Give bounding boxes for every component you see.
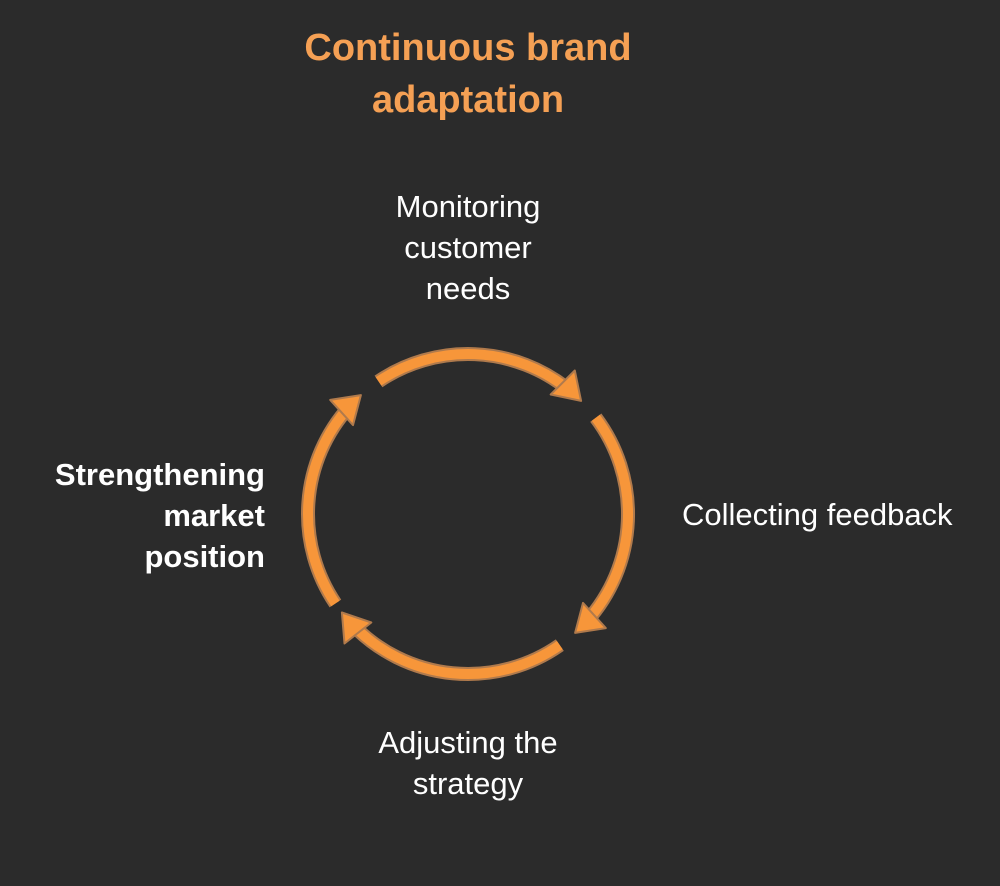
step-label-strengthening: Strengthening market position <box>10 454 265 577</box>
arrow-shaft <box>349 621 563 679</box>
arrow-head <box>574 601 607 634</box>
step-label-monitoring: Monitoring customer needs <box>318 186 618 309</box>
step-left-line-2: market <box>163 498 265 533</box>
step-label-feedback: Collecting feedback <box>682 494 1000 535</box>
arrow-bottom-left <box>340 611 564 681</box>
arrow-head <box>549 369 583 402</box>
title-line-2: adaptation <box>371 79 565 121</box>
step-top-line-1: Monitoring <box>395 189 541 224</box>
arrow-shaft <box>583 414 634 625</box>
title-line-1: Continuous brand <box>304 27 632 69</box>
arrow-head <box>329 394 362 427</box>
step-bottom-line-2: strategy <box>412 766 524 801</box>
arrow-shaft <box>375 349 572 394</box>
arrow-shaft <box>303 403 353 607</box>
arrow-top-right <box>374 347 583 402</box>
step-right-line-1: Collecting feedback <box>682 497 953 532</box>
step-left-line-1: Strengthening <box>54 457 265 492</box>
diagram-title: Continuous brand adaptation <box>268 22 668 126</box>
step-label-adjusting: Adjusting the strategy <box>318 722 618 804</box>
arrow-left-top <box>301 394 362 608</box>
step-top-line-2: customer <box>404 230 532 265</box>
arrow-right-bottom <box>574 413 636 634</box>
arrow-head <box>340 611 373 645</box>
step-top-line-3: needs <box>425 271 511 306</box>
step-bottom-line-1: Adjusting the <box>378 725 558 760</box>
step-left-line-3: position <box>144 539 265 574</box>
